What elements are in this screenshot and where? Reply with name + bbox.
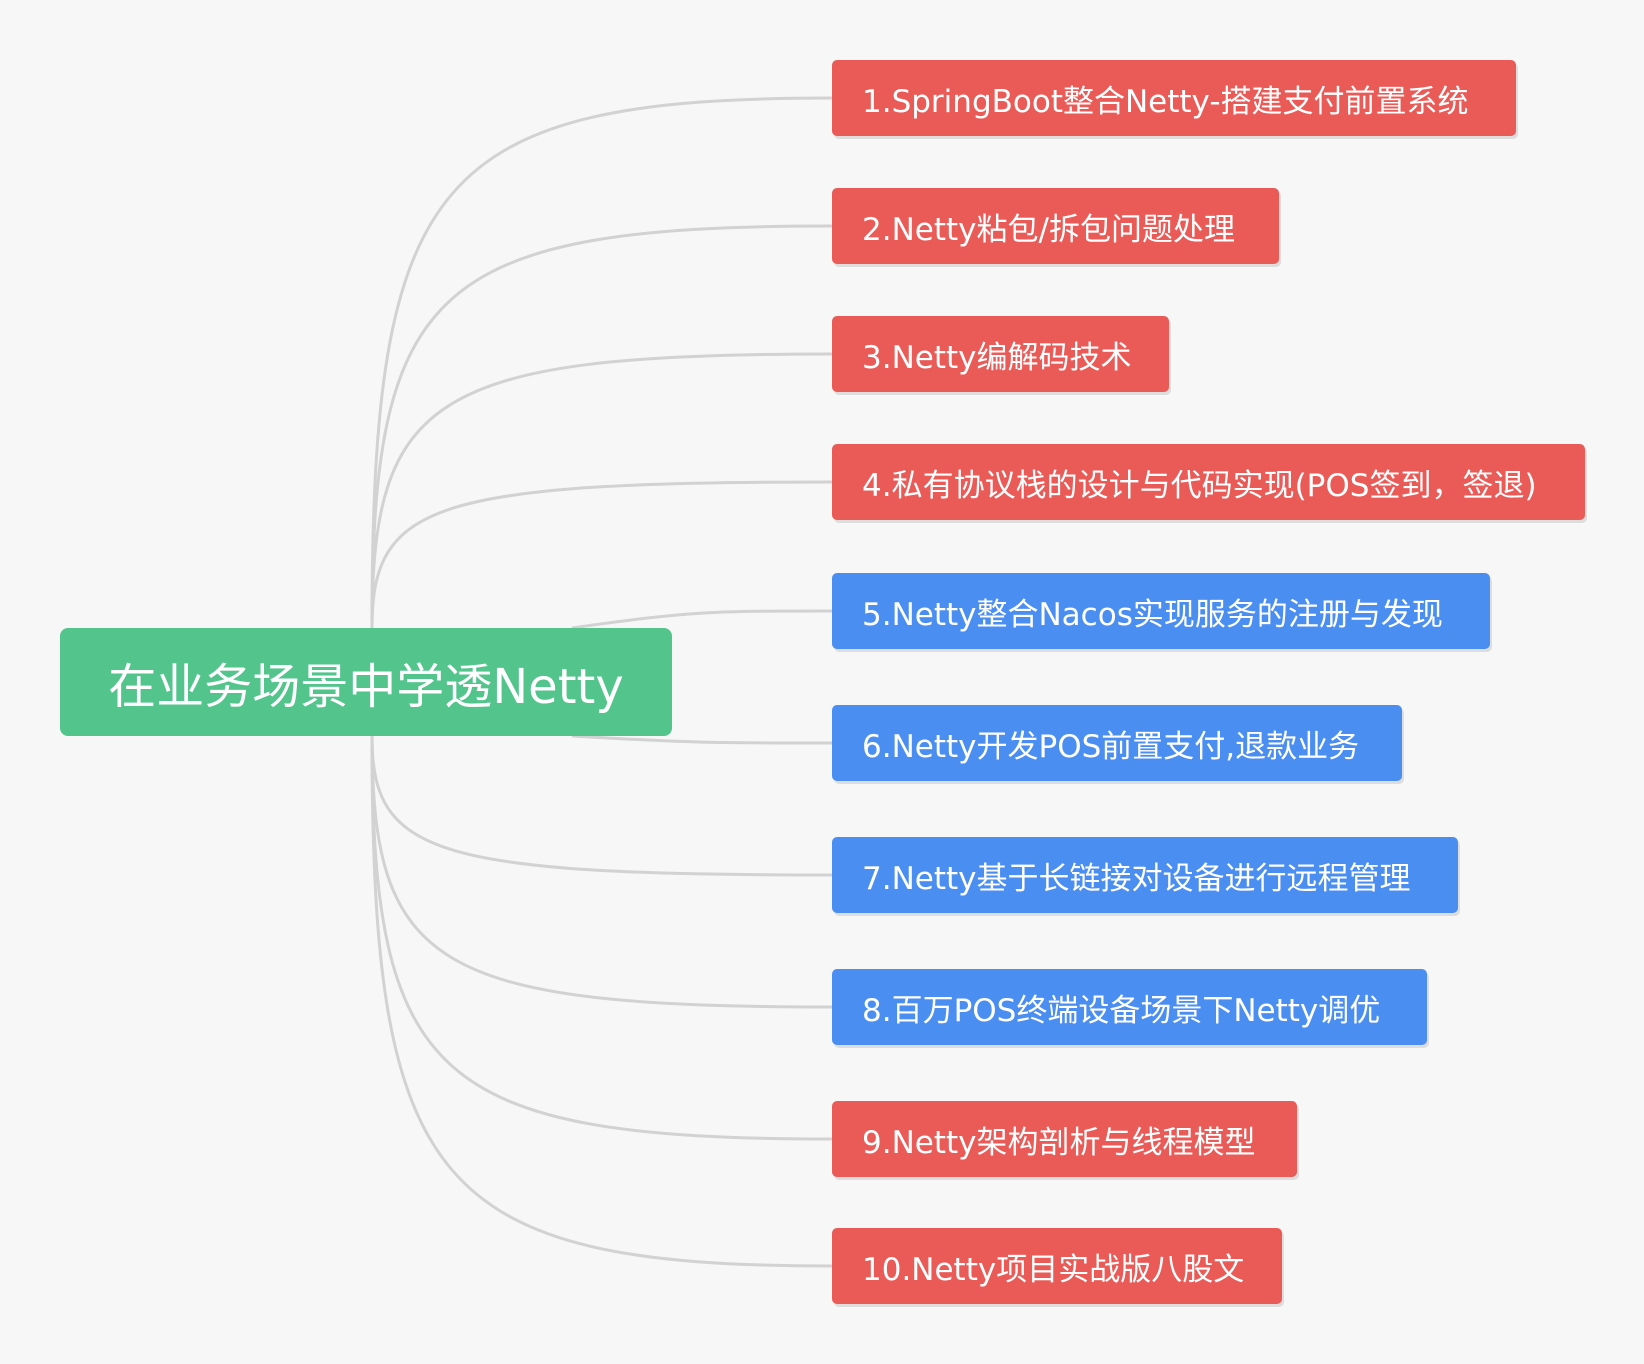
branch-topic-2[interactable]: 2.Netty粘包/拆包问题处理 xyxy=(832,188,1279,264)
branch-topic-9[interactable]: 9.Netty架构剖析与线程模型 xyxy=(832,1101,1297,1177)
branch-topic-4[interactable]: 4.私有协议栈的设计与代码实现(POS签到，签退) xyxy=(832,444,1585,520)
branch-topic-3[interactable]: 3.Netty编解码技术 xyxy=(832,316,1169,392)
connector-line-5 xyxy=(571,609,833,630)
branch-topic-7[interactable]: 7.Netty基于长链接对设备进行远程管理 xyxy=(832,837,1458,913)
branch-topic-10[interactable]: 10.Netty项目实战版八股文 xyxy=(832,1228,1282,1304)
branch-topic-label: 5.Netty整合Nacos实现服务的注册与发现 xyxy=(862,596,1443,633)
branch-topic-label: 1.SpringBoot整合Netty-搭建支付前置系统 xyxy=(862,83,1469,120)
branch-topic-label: 2.Netty粘包/拆包问题处理 xyxy=(862,211,1235,248)
connector-line-2 xyxy=(370,224,833,629)
connector-line-3 xyxy=(370,352,833,629)
branch-topic-label: 9.Netty架构剖析与线程模型 xyxy=(862,1124,1256,1161)
connector-line-4 xyxy=(370,480,833,629)
root-topic-label: 在业务场景中学透Netty xyxy=(108,659,624,715)
connector-line-6 xyxy=(571,734,833,745)
branch-topic-1[interactable]: 1.SpringBoot整合Netty-搭建支付前置系统 xyxy=(832,60,1516,136)
branch-topic-label: 7.Netty基于长链接对设备进行远程管理 xyxy=(862,860,1411,897)
connector-line-10 xyxy=(370,735,833,1268)
root-topic[interactable]: 在业务场景中学透Netty xyxy=(60,628,672,736)
branch-topic-label: 3.Netty编解码技术 xyxy=(862,339,1132,376)
branch-topic-8[interactable]: 8.百万POS终端设备场景下Netty调优 xyxy=(832,969,1427,1045)
branch-topic-label: 10.Netty项目实战版八股文 xyxy=(862,1251,1245,1288)
branch-topic-6[interactable]: 6.Netty开发POS前置支付,退款业务 xyxy=(832,705,1402,781)
branch-topic-label: 6.Netty开发POS前置支付,退款业务 xyxy=(862,728,1360,765)
connector-line-9 xyxy=(370,735,833,1141)
branch-topic-label: 8.百万POS终端设备场景下Netty调优 xyxy=(862,992,1381,1029)
connector-line-7 xyxy=(370,735,833,877)
branch-topic-label: 4.私有协议栈的设计与代码实现(POS签到，签退) xyxy=(862,467,1537,504)
connector-line-8 xyxy=(370,735,833,1009)
connector-line-1 xyxy=(370,96,833,629)
branch-topic-5[interactable]: 5.Netty整合Nacos实现服务的注册与发现 xyxy=(832,573,1490,649)
